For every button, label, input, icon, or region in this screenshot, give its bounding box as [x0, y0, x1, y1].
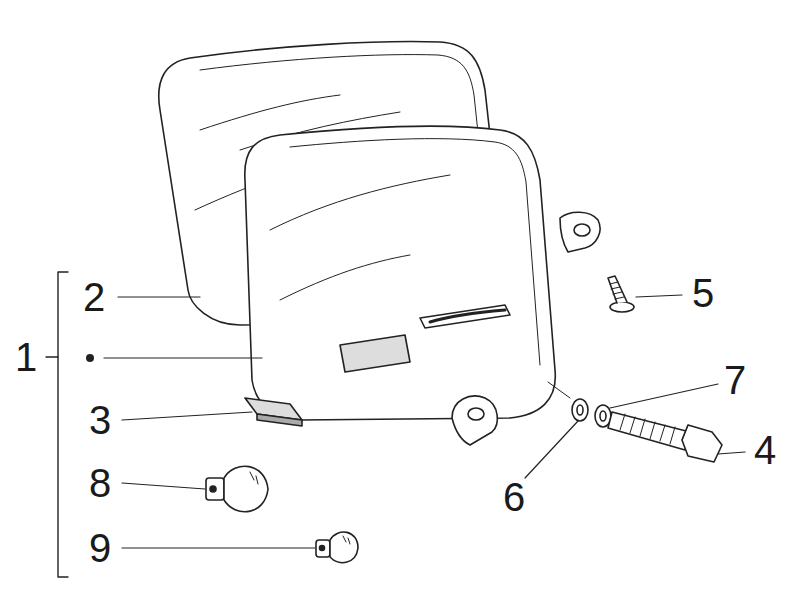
callout-number: 4 [754, 430, 776, 470]
callout-number: 9 [89, 528, 111, 568]
callout-number: 6 [503, 477, 525, 517]
callout-number: 5 [692, 273, 714, 313]
callout-number: 7 [724, 360, 746, 400]
callout-number: 2 [83, 277, 105, 317]
callout-number: 1 [15, 337, 37, 377]
callout-number: 8 [89, 463, 111, 503]
callout-number: 3 [89, 400, 111, 440]
